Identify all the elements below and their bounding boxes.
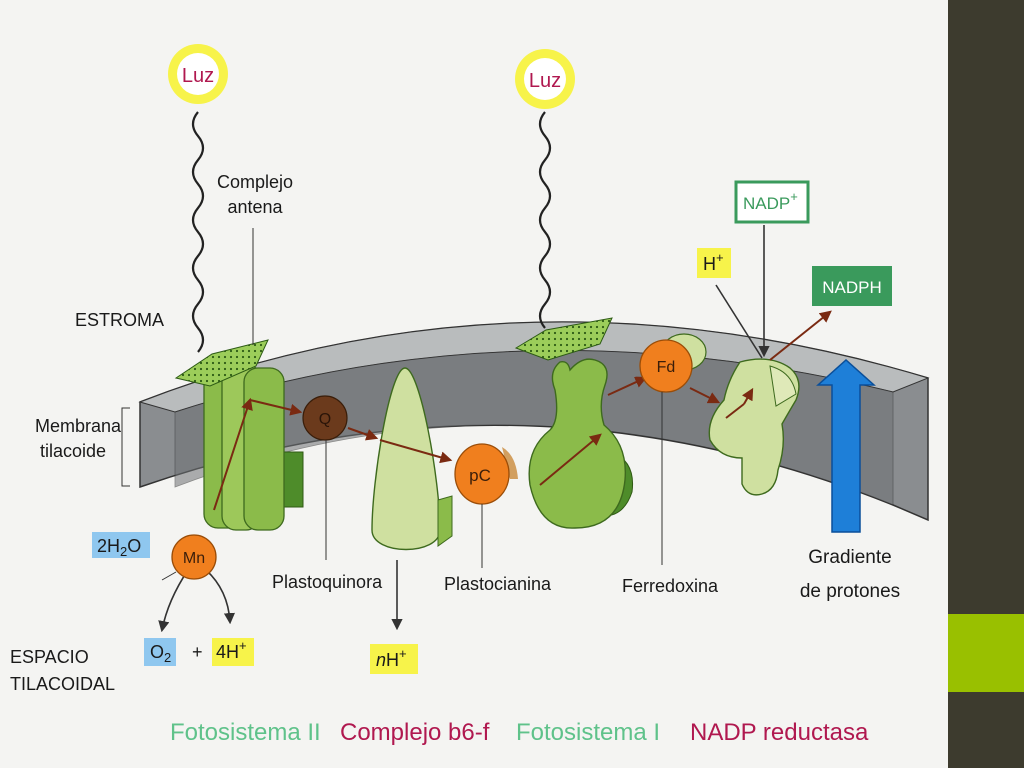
estroma-label: ESTROMA	[75, 310, 164, 330]
espacio-label-line1: ESPACIO	[10, 647, 89, 667]
photosystem-ii	[174, 339, 304, 531]
nh-h: H	[386, 650, 399, 670]
svg-text:2H2O: 2H2O	[97, 536, 141, 559]
nadp-plus-text: NADP	[743, 194, 790, 213]
svg-text:O2: O2	[150, 642, 171, 665]
four-h-label: 4H	[216, 642, 239, 662]
svg-text:NADP+: NADP+	[743, 189, 798, 213]
photosynthesis-diagram: Luz Luz Q pC	[10, 44, 930, 746]
mn-cluster: Mn	[171, 534, 217, 580]
nadph-label: NADPH	[822, 278, 882, 297]
water-badge: 2H2O	[92, 532, 150, 559]
legend-nadp-reductasa: NADP reductasa	[690, 719, 869, 746]
luz-badge-1: Luz	[168, 44, 228, 104]
nh-n: n	[376, 650, 386, 670]
plastoquinone: Q	[302, 395, 379, 441]
plastocianina-label: Plastocianina	[444, 574, 552, 594]
water-sub: 2	[120, 544, 127, 559]
ferredoxina-label: Ferredoxina	[622, 576, 719, 596]
membrana-label-line1: Membrana	[35, 416, 122, 436]
fd-label: Fd	[657, 359, 676, 376]
h-plus-sup: +	[716, 250, 724, 265]
h-plus-badge: H+	[697, 248, 731, 278]
gradiente-label-line2: de protones	[800, 581, 900, 602]
ferredoxin: Fd	[639, 333, 721, 404]
nadph-badge: NADPH	[812, 266, 892, 306]
legend-fotosistema-i: Fotosistema I	[516, 719, 660, 746]
nadp-arrows	[715, 225, 832, 361]
plastocyanin: pC	[454, 443, 518, 505]
mn-label: Mn	[183, 550, 205, 567]
photosystem-i	[514, 317, 648, 529]
legend: Fotosistema II Complejo b6-f Fotosistema…	[170, 719, 869, 746]
cytochrome-b6f	[371, 367, 453, 551]
h-plus-h: H	[703, 254, 716, 274]
luz-badge-2: Luz	[515, 49, 575, 109]
light-wave-1	[191, 111, 205, 353]
nh-sup: +	[399, 646, 407, 661]
nh-badge: nH+	[370, 644, 418, 674]
water-o: O	[127, 536, 141, 556]
four-h-badge: 4H+	[212, 638, 254, 666]
espacio-label-line2: TILACOIDAL	[10, 674, 115, 694]
oxygen-o: O	[150, 642, 164, 662]
luz-label-2: Luz	[529, 70, 561, 92]
plastoquinora-label: Plastoquinora	[272, 572, 383, 592]
water-2h: 2H	[97, 536, 120, 556]
oxygen-badge: O2	[144, 638, 176, 666]
complejo-antena-line1: Complejo	[217, 172, 293, 192]
legend-fotosistema-ii: Fotosistema II	[170, 719, 321, 746]
svg-text:nH+: nH+	[376, 646, 407, 670]
leader-lines	[121, 228, 663, 581]
luz-label-1: Luz	[182, 65, 214, 87]
oxygen-sub: 2	[164, 650, 171, 665]
nadp-plus-sup: +	[790, 189, 798, 204]
legend-complejo-b6f: Complejo b6-f	[340, 719, 490, 746]
complejo-antena-line2: antena	[227, 197, 283, 217]
pc-label: pC	[469, 466, 491, 485]
plus-sign: +	[192, 642, 203, 662]
q-label: Q	[319, 411, 331, 428]
sidebar-accent	[948, 614, 1024, 692]
light-wave-2	[538, 111, 552, 329]
svg-text:H+: H+	[703, 250, 724, 274]
nadp-reductase	[708, 358, 800, 496]
membrana-label-line2: tilacoide	[40, 441, 106, 461]
gradiente-label-line1: Gradiente	[808, 547, 891, 568]
nadp-plus-badge: NADP+	[734, 180, 810, 224]
proton-gradient-arrow	[816, 358, 876, 533]
four-h-sup: +	[239, 638, 247, 653]
svg-text:4H+: 4H+	[216, 638, 247, 662]
